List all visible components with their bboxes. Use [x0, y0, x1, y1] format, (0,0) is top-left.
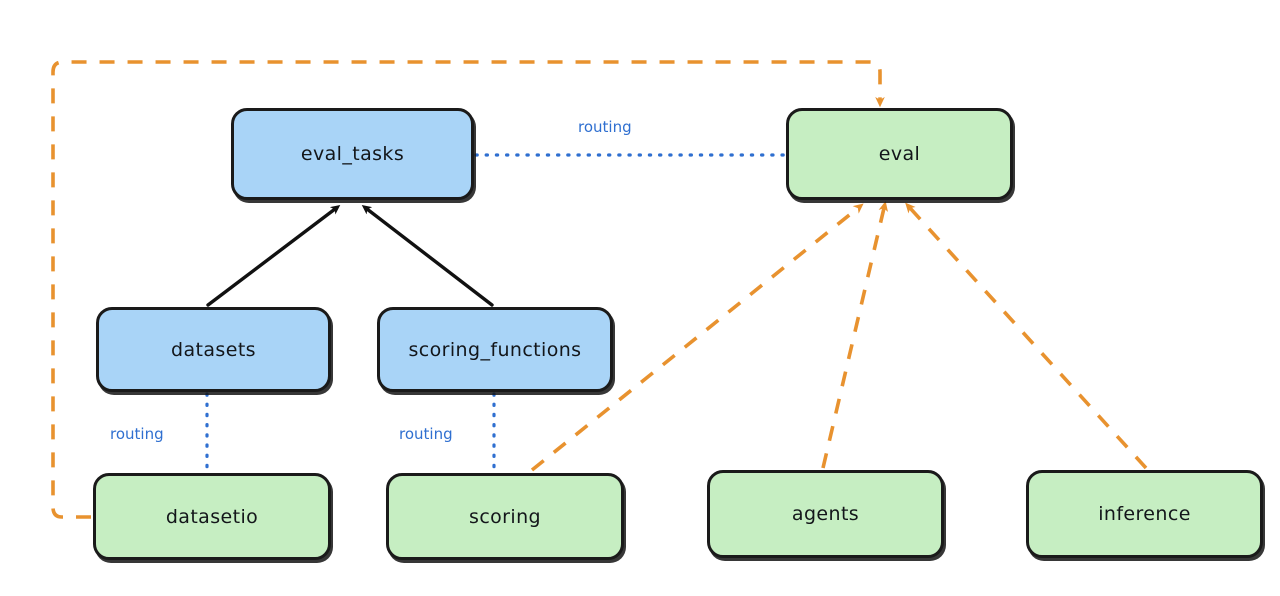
node-agents[interactable]: agents: [707, 470, 944, 558]
node-label-scoring: scoring: [469, 505, 541, 528]
node-label-eval: eval: [878, 143, 921, 165]
node-label-scoring-functions: scoring_functions: [408, 338, 582, 361]
edge-label-routing-eval-tasks-eval: routing: [578, 118, 632, 136]
node-datasets[interactable]: datasets: [96, 307, 331, 392]
edge-label-routing-scoring-functions-scoring: routing: [399, 425, 453, 443]
edge-datasets-to-eval-tasks: [206, 205, 341, 307]
node-eval-tasks[interactable]: eval_tasks: [231, 108, 474, 200]
node-scoring-functions[interactable]: scoring_functions: [377, 307, 613, 392]
node-eval[interactable]: eval: [786, 108, 1013, 200]
node-label-inference: inference: [1098, 503, 1191, 525]
edge-inference-to-eval: [905, 202, 1148, 470]
edge-agents-to-eval: [821, 200, 888, 469]
node-scoring[interactable]: scoring: [386, 473, 624, 560]
node-datasetio[interactable]: datasetio: [93, 473, 331, 560]
node-label-eval-tasks: eval_tasks: [300, 143, 405, 165]
node-label-datasets: datasets: [171, 338, 256, 361]
edge-label-routing-datasets-datasetio: routing: [110, 425, 164, 443]
node-inference[interactable]: inference: [1026, 470, 1263, 558]
edge-datasetio-to-eval: [51, 60, 885, 519]
node-label-agents: agents: [791, 503, 860, 525]
node-label-datasetio: datasetio: [165, 505, 259, 528]
edge-scoring-functions-to-eval-tasks: [361, 204, 494, 307]
edge-scoring-to-eval: [530, 203, 864, 472]
